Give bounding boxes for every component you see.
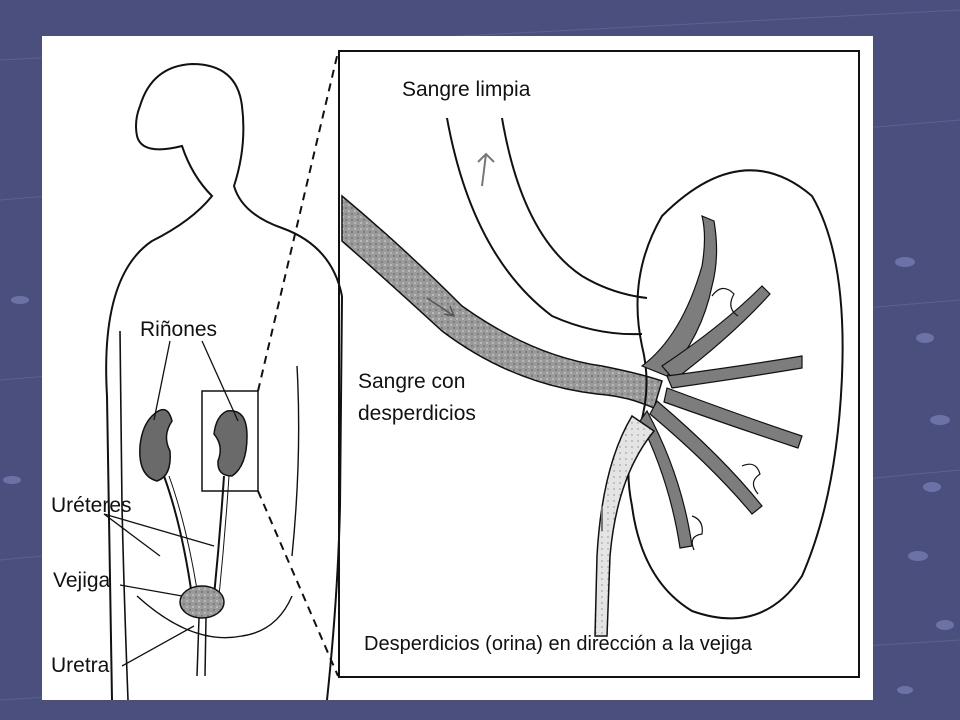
right-kidney [213, 409, 248, 477]
ureter-left [163, 475, 193, 597]
bladder [179, 585, 225, 619]
zoom-box [201, 390, 259, 492]
ureter-right [213, 475, 225, 597]
label-ureters: Uréteres [51, 494, 132, 517]
label-clean-blood: Sangre limpia [402, 78, 531, 101]
kidney-detail [627, 169, 844, 620]
label-bladder: Vejiga [53, 569, 111, 592]
label-waste-blood-line1: Sangre con [358, 370, 466, 393]
urinary-system-illustration [103, 51, 844, 700]
illustration-panel: Riñones Uréteres Vejiga Uretra Sangre li… [42, 36, 873, 700]
body-outline [105, 62, 343, 700]
detail-ureter [594, 414, 656, 637]
label-urine-to-bladder: Desperdicios (orina) en dirección a la v… [364, 633, 752, 655]
urethra [196, 617, 207, 677]
label-urethra: Uretra [51, 654, 110, 677]
clean-blood-arrow [477, 152, 495, 187]
label-kidneys: Riñones [140, 318, 218, 341]
label-waste-blood-line2: desperdicios [358, 402, 476, 425]
kidney-branches [639, 214, 803, 549]
left-kidney [139, 408, 173, 482]
clean-blood-vessel [446, 117, 643, 336]
nephron-loops [691, 287, 761, 551]
